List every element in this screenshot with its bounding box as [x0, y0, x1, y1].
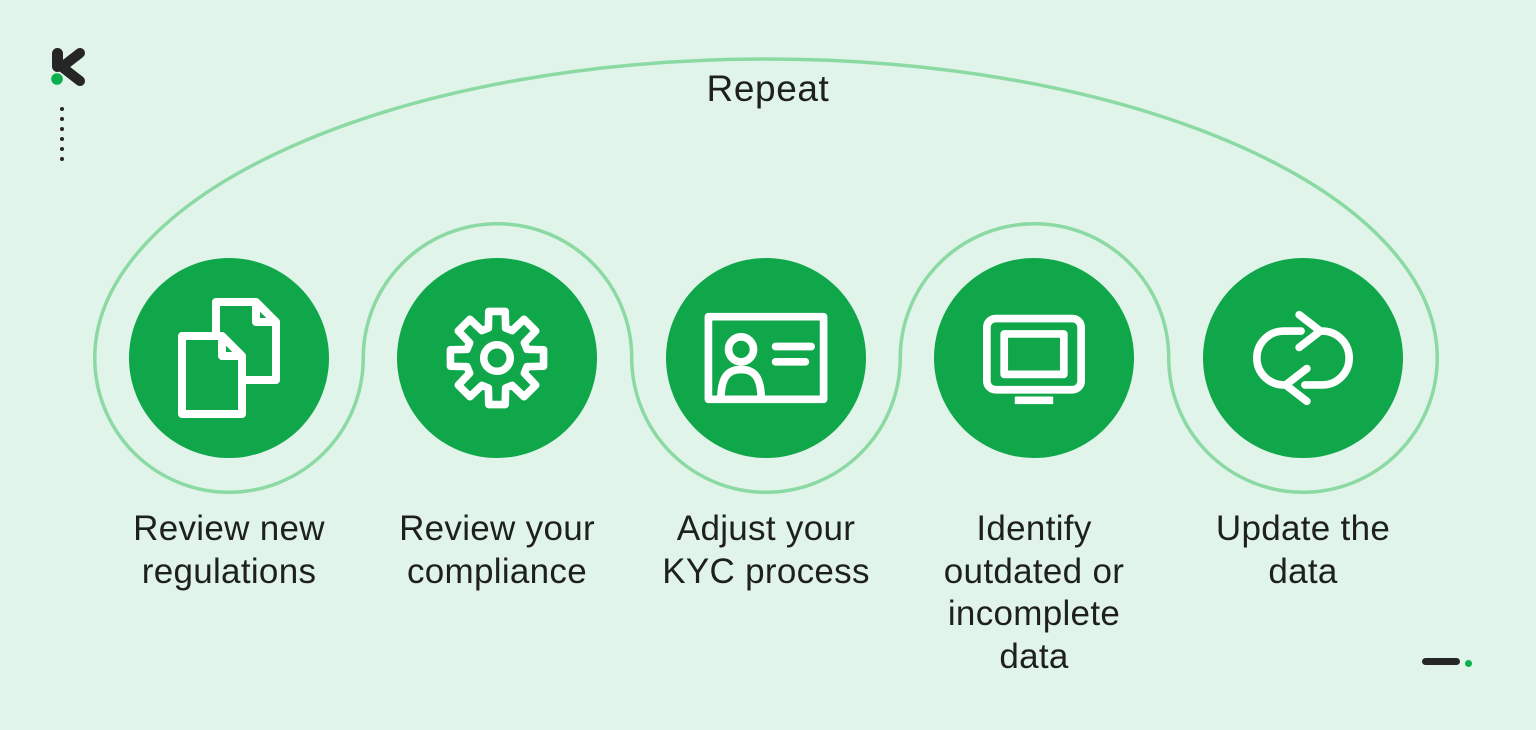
- decorative-dotted-line: [60, 107, 64, 161]
- step-3-label: Adjust your KYC process: [662, 509, 870, 591]
- id-card-icon: [704, 312, 828, 404]
- step-2-circle: [397, 258, 597, 458]
- step-4-circle: [934, 258, 1134, 458]
- logo-green-dot: [51, 73, 63, 85]
- step-5-circle: [1203, 258, 1403, 458]
- step-5-label: Update the data: [1215, 509, 1391, 591]
- documents-icon: [178, 298, 280, 418]
- step-1-label: Review new regulations: [133, 509, 325, 591]
- logo-chevron-icon: [57, 48, 85, 86]
- cycle-repeat-label: Repeat: [706, 68, 830, 109]
- monitor-icon: [983, 314, 1085, 405]
- step-4-label: Identify outdated or incomplete data: [943, 509, 1125, 676]
- step-1-circle: [129, 258, 329, 458]
- cycle-path: [92, 57, 1440, 494]
- step-2-label: Review your compliance: [399, 509, 595, 591]
- step-3-circle: [666, 258, 866, 458]
- repeat-loop-icon: [1253, 310, 1353, 406]
- brand-logo: [51, 48, 85, 86]
- footer-dash: [1422, 658, 1460, 665]
- gear-icon: [446, 307, 548, 409]
- footer-green-dot-icon: [1465, 660, 1472, 667]
